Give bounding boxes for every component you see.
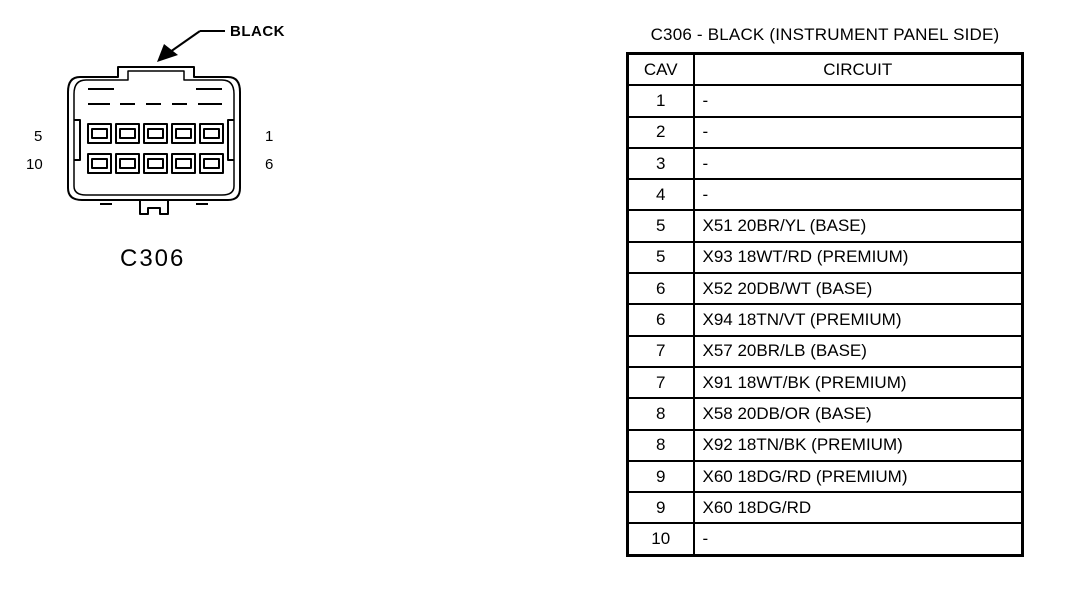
table-row: 4- (626, 178, 1024, 212)
circuit-cell: - (692, 178, 1024, 212)
connector-color-label: BLACK (230, 23, 285, 40)
circuit-cell: X92 18TN/BK (PREMIUM) (692, 428, 1024, 462)
table-header-row: CAV CIRCUIT (626, 52, 1024, 87)
circuit-cell: X58 20DB/OR (BASE) (692, 397, 1024, 431)
circuit-cell: X57 20BR/LB (BASE) (692, 334, 1024, 368)
pin-label-bottom-left: 10 (26, 156, 43, 173)
circuit-cell: - (692, 115, 1024, 149)
header-cav: CAV (626, 52, 695, 87)
cav-cell: 6 (626, 303, 695, 337)
cavity-row-bottom (87, 153, 224, 174)
cav-cell: 9 (626, 491, 695, 525)
cav-cell: 5 (626, 209, 695, 243)
connector-name: C306 (120, 245, 186, 272)
table-row: 1- (626, 84, 1024, 118)
cav-cell: 8 (626, 428, 695, 462)
circuit-cell: X93 18WT/RD (PREMIUM) (692, 240, 1024, 275)
cav-cell: 7 (626, 334, 695, 368)
cav-cell: 6 (626, 272, 695, 306)
circuit-cell: X94 18TN/VT (PREMIUM) (692, 303, 1024, 337)
cav-cell: 8 (626, 397, 695, 431)
cav-cell: 2 (626, 115, 695, 149)
cav-cell: 1 (626, 84, 695, 118)
circuit-cell: X91 18WT/BK (PREMIUM) (692, 365, 1024, 400)
circuit-cell: - (692, 146, 1024, 181)
table-row: 2- (626, 115, 1024, 149)
circuit-cell: X60 18DG/RD (PREMIUM) (692, 459, 1024, 494)
connector-housing (67, 66, 241, 215)
table-row: 10- (626, 522, 1024, 557)
cav-cell: 7 (626, 365, 695, 400)
cav-cell: 3 (626, 146, 695, 181)
pin-label-top-right: 1 (265, 128, 274, 145)
pin-label-bottom-right: 6 (265, 156, 274, 173)
circuit-cell: X52 20DB/WT (BASE) (692, 272, 1024, 306)
cav-cell: 10 (626, 522, 695, 557)
table-title: C306 - BLACK (INSTRUMENT PANEL SIDE) (650, 25, 1000, 44)
circuit-cell: X51 20BR/YL (BASE) (692, 209, 1024, 243)
cav-cell: 9 (626, 459, 695, 494)
table-row: 3- (626, 146, 1024, 181)
cav-cell: 5 (626, 240, 695, 275)
cavity-row-top (87, 123, 224, 144)
circuit-cell: - (692, 522, 1024, 557)
connector-diagram (67, 30, 241, 215)
cav-cell: 4 (626, 178, 695, 212)
callout-arrow (157, 30, 225, 62)
header-circuit: CIRCUIT (692, 52, 1024, 87)
circuit-cell: X60 18DG/RD (692, 491, 1024, 525)
pin-label-top-left: 5 (34, 128, 43, 145)
circuit-cell: - (692, 84, 1024, 118)
